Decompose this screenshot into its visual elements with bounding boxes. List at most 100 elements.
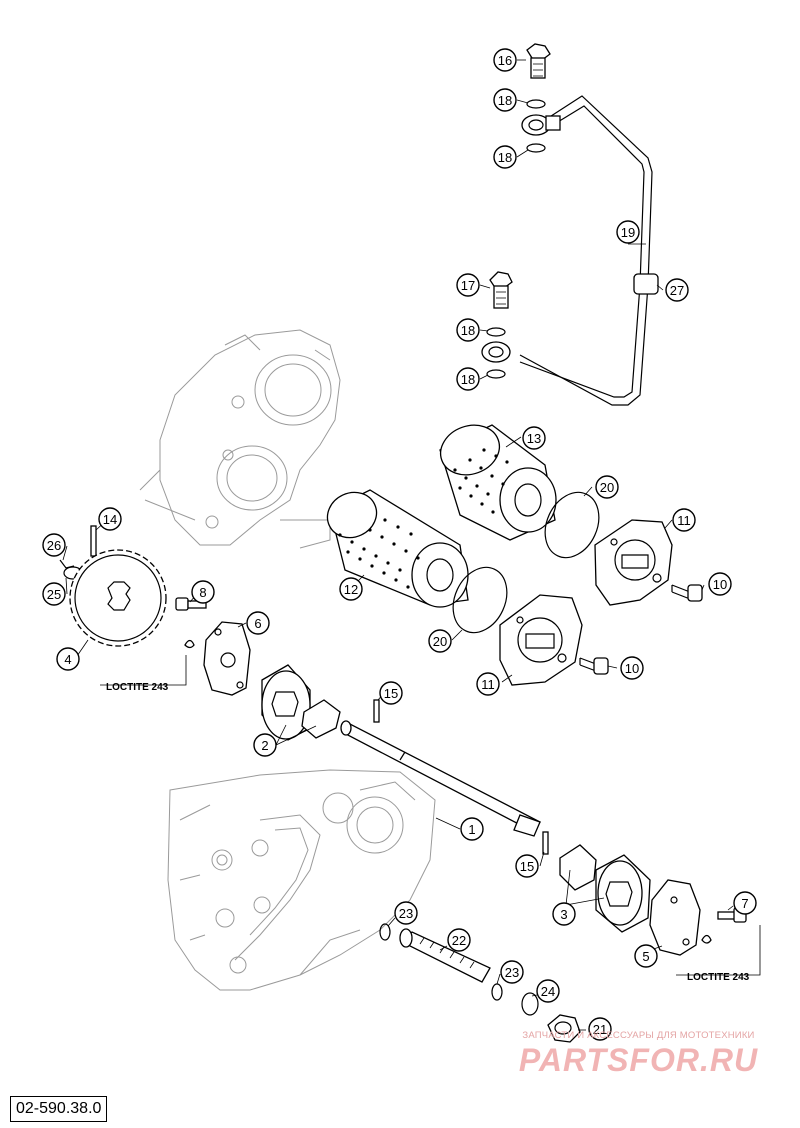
callout-circle [595,475,619,499]
callout-circle [246,611,270,635]
screw-plug-21 [547,1014,581,1043]
callout-label-19: 19 [621,225,635,240]
washer-18 [486,369,506,379]
callout-circle [191,580,215,604]
callout-label-20: 20 [600,480,614,495]
callout-circle [456,367,480,391]
callout-label-1: 1 [468,822,475,837]
pump-plate-5 [649,879,701,956]
callout-circle [428,629,452,653]
oil-pump-gear-4 [69,549,167,647]
pump-rotor-2 [261,664,341,741]
filter-cover-11 [594,519,673,606]
callout-label-12: 12 [344,582,358,597]
callout-label-3: 3 [560,907,567,922]
callout-circle [460,817,484,841]
callout-label-20: 20 [433,634,447,649]
callout-label-10: 10 [625,661,639,676]
callout-circle [493,145,517,169]
pin-14 [90,525,97,557]
callout-circle [253,733,277,757]
bolt-10 [671,584,703,602]
callout-label-22: 22 [452,933,466,948]
pump-plate-6 [203,621,251,696]
callout-circle [456,273,480,297]
callout-circle [536,979,560,1003]
callout-circle [476,672,500,696]
pump-shaft-1 [340,720,541,837]
callout-label-18: 18 [498,150,512,165]
oil-filter-12 [326,489,469,608]
callout-circle [552,902,576,926]
callout-label-15: 15 [384,686,398,701]
loctite-note: LOCTITE 243 [106,682,169,693]
washer-18 [526,143,546,153]
callout-circle [379,681,403,705]
watermark-tagline: ЗАПЧАСТИ И АКСЕССУАРЫ ДЛЯ МОТОТЕХНИКИ [522,1030,755,1041]
callout-circle [620,656,644,680]
callout-circle [634,944,658,968]
callout-label-17: 17 [461,278,475,293]
callout-label-11: 11 [481,677,495,692]
callout-label-6: 6 [254,616,261,631]
callout-label-18: 18 [461,372,475,387]
callout-circle [456,318,480,342]
callout-label-18: 18 [461,323,475,338]
part-number-label: 02-590.38.0 [10,1096,108,1122]
callout-circle [447,928,471,952]
callout-label-11: 11 [677,513,691,528]
banjo-fitting-upper [521,114,561,136]
pipe-clamp [633,273,659,295]
callout-markers: 1618181927171818132011101426254861220111… [42,48,757,1041]
callout-label-4: 4 [64,652,71,667]
loctite-note: LOCTITE 243 [687,972,750,983]
crankcase-ghost-lower [167,769,436,991]
callout-label-18: 18 [498,93,512,108]
callout-label-13: 13 [527,431,541,446]
callout-circle [672,508,696,532]
o-ring-23 [491,983,503,1001]
callout-circle [588,1017,612,1041]
o-ring-23 [379,923,391,941]
watermark: ЗАПЧАСТИ И АКСЕССУАРЫ ДЛЯ МОТОТЕХНИКИ PA… [486,1030,791,1079]
callout-label-5: 5 [642,949,649,964]
callout-circle [493,48,517,72]
banjo-fitting-lower [481,341,511,363]
o-ring-20 [452,566,508,634]
crankcase-ghost-upper [139,329,341,549]
callout-label-14: 14 [103,512,117,527]
callout-circle [42,582,66,606]
callout-label-23: 23 [505,965,519,980]
callout-label-23: 23 [399,906,413,921]
callout-label-7: 7 [741,896,748,911]
callout-label-27: 27 [670,283,684,298]
callout-label-16: 16 [498,53,512,68]
callout-label-8: 8 [199,585,206,600]
pin-15 [542,831,549,855]
oil-strainer-22 [399,928,491,983]
callout-circle [665,278,689,302]
callout-circle [708,572,732,596]
callout-circle [42,533,66,557]
callout-circle [493,88,517,112]
callout-label-25: 25 [47,587,61,602]
callout-label-24: 24 [541,984,555,999]
callout-label-10: 10 [713,577,727,592]
pin-15 [373,699,380,723]
oil-line-upper [519,95,659,406]
callout-circle [394,901,418,925]
filter-cover-11 [499,594,583,686]
washer-18 [486,327,506,337]
bolt-10 [579,657,609,675]
callout-label-21: 21 [593,1022,607,1037]
o-ring-24 [521,992,539,1016]
callout-circle [616,220,640,244]
callout-circle [56,647,80,671]
callout-label-15: 15 [520,859,534,874]
bolt-8 [175,597,207,649]
o-ring-20 [544,491,600,559]
banjo-bolt-17 [489,271,513,309]
callout-label-2: 2 [261,738,268,753]
callout-circle [515,854,539,878]
